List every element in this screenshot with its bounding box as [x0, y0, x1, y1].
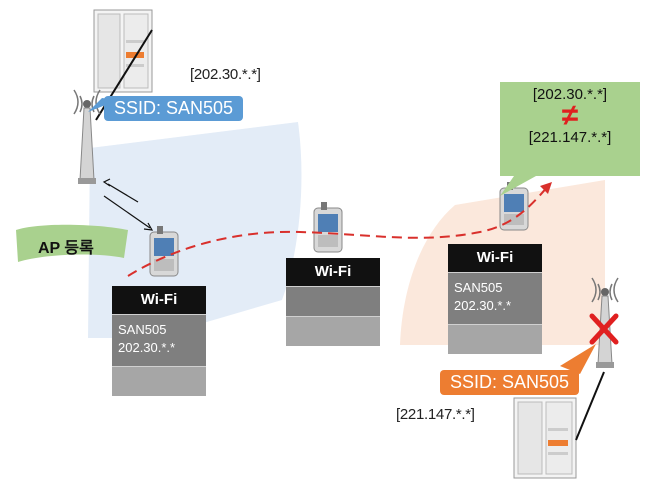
- right-wifi-panel: Wi-Fi SAN505 202.30.*.*: [448, 244, 542, 354]
- left-access-point-icon: [73, 89, 101, 184]
- left-server-icon: [93, 9, 153, 93]
- left-wifi-panel-header: Wi-Fi: [112, 286, 206, 314]
- right-wifi-panel-header: Wi-Fi: [448, 244, 542, 272]
- right-ssid-callout: SSID: SAN505: [440, 370, 580, 395]
- right-ssid-callout-tail: [560, 344, 596, 374]
- middle-wifi-panel-header: Wi-Fi: [286, 258, 380, 286]
- left-phone-icon: [149, 226, 179, 277]
- right-wifi-panel-entry: SAN505 202.30.*.*: [448, 272, 542, 324]
- right-phone-icon: [499, 182, 529, 231]
- left-wifi-coverage-zone: [88, 122, 302, 338]
- left-wifi-panel-ip: 202.30.*.*: [118, 340, 176, 355]
- ap-phone-link-arrow: [102, 178, 154, 231]
- left-ssid-callout: SSID: SAN505: [104, 96, 244, 121]
- middle-wifi-panel: Wi-Fi: [286, 258, 380, 346]
- not-equal-symbol: ≠: [561, 99, 579, 132]
- right-server-cable: [575, 371, 605, 441]
- disconnected-cross-icon: [589, 313, 619, 345]
- right-wifi-panel-empty-row: [448, 324, 542, 354]
- middle-wifi-panel-empty-row-2: [286, 316, 380, 346]
- roaming-path: [127, 185, 549, 277]
- ip-comparison-note-shape: [500, 82, 640, 196]
- middle-phone-icon: [313, 202, 343, 253]
- right-wifi-panel-ssid: SAN505: [454, 280, 503, 295]
- left-wifi-panel-ssid: SAN505: [118, 322, 167, 337]
- middle-wifi-panel-empty-row-1: [286, 286, 380, 316]
- note-ip-bottom: [221.147.*.*]: [528, 129, 612, 146]
- roaming-path-arrowhead: [540, 182, 552, 194]
- ap-register-banner-shape: [16, 224, 128, 262]
- ap-register-label: AP 등록: [38, 240, 94, 257]
- left-wifi-panel-entry: SAN505 202.30.*.*: [112, 314, 206, 366]
- left-wifi-panel: Wi-Fi SAN505 202.30.*.*: [112, 286, 206, 396]
- note-ip-top: [202.30.*.*]: [532, 86, 608, 103]
- right-server-ip-label: [221.147.*.*]: [396, 406, 475, 423]
- right-wifi-panel-ip: 202.30.*.*: [454, 298, 512, 313]
- left-wifi-panel-empty-row: [112, 366, 206, 396]
- left-server-ip-label: [202.30.*.*]: [190, 66, 261, 83]
- ip-comparison-note: [202.30.*.*] ≠ [221.147.*.*]: [500, 86, 640, 146]
- right-server-icon: [513, 397, 577, 479]
